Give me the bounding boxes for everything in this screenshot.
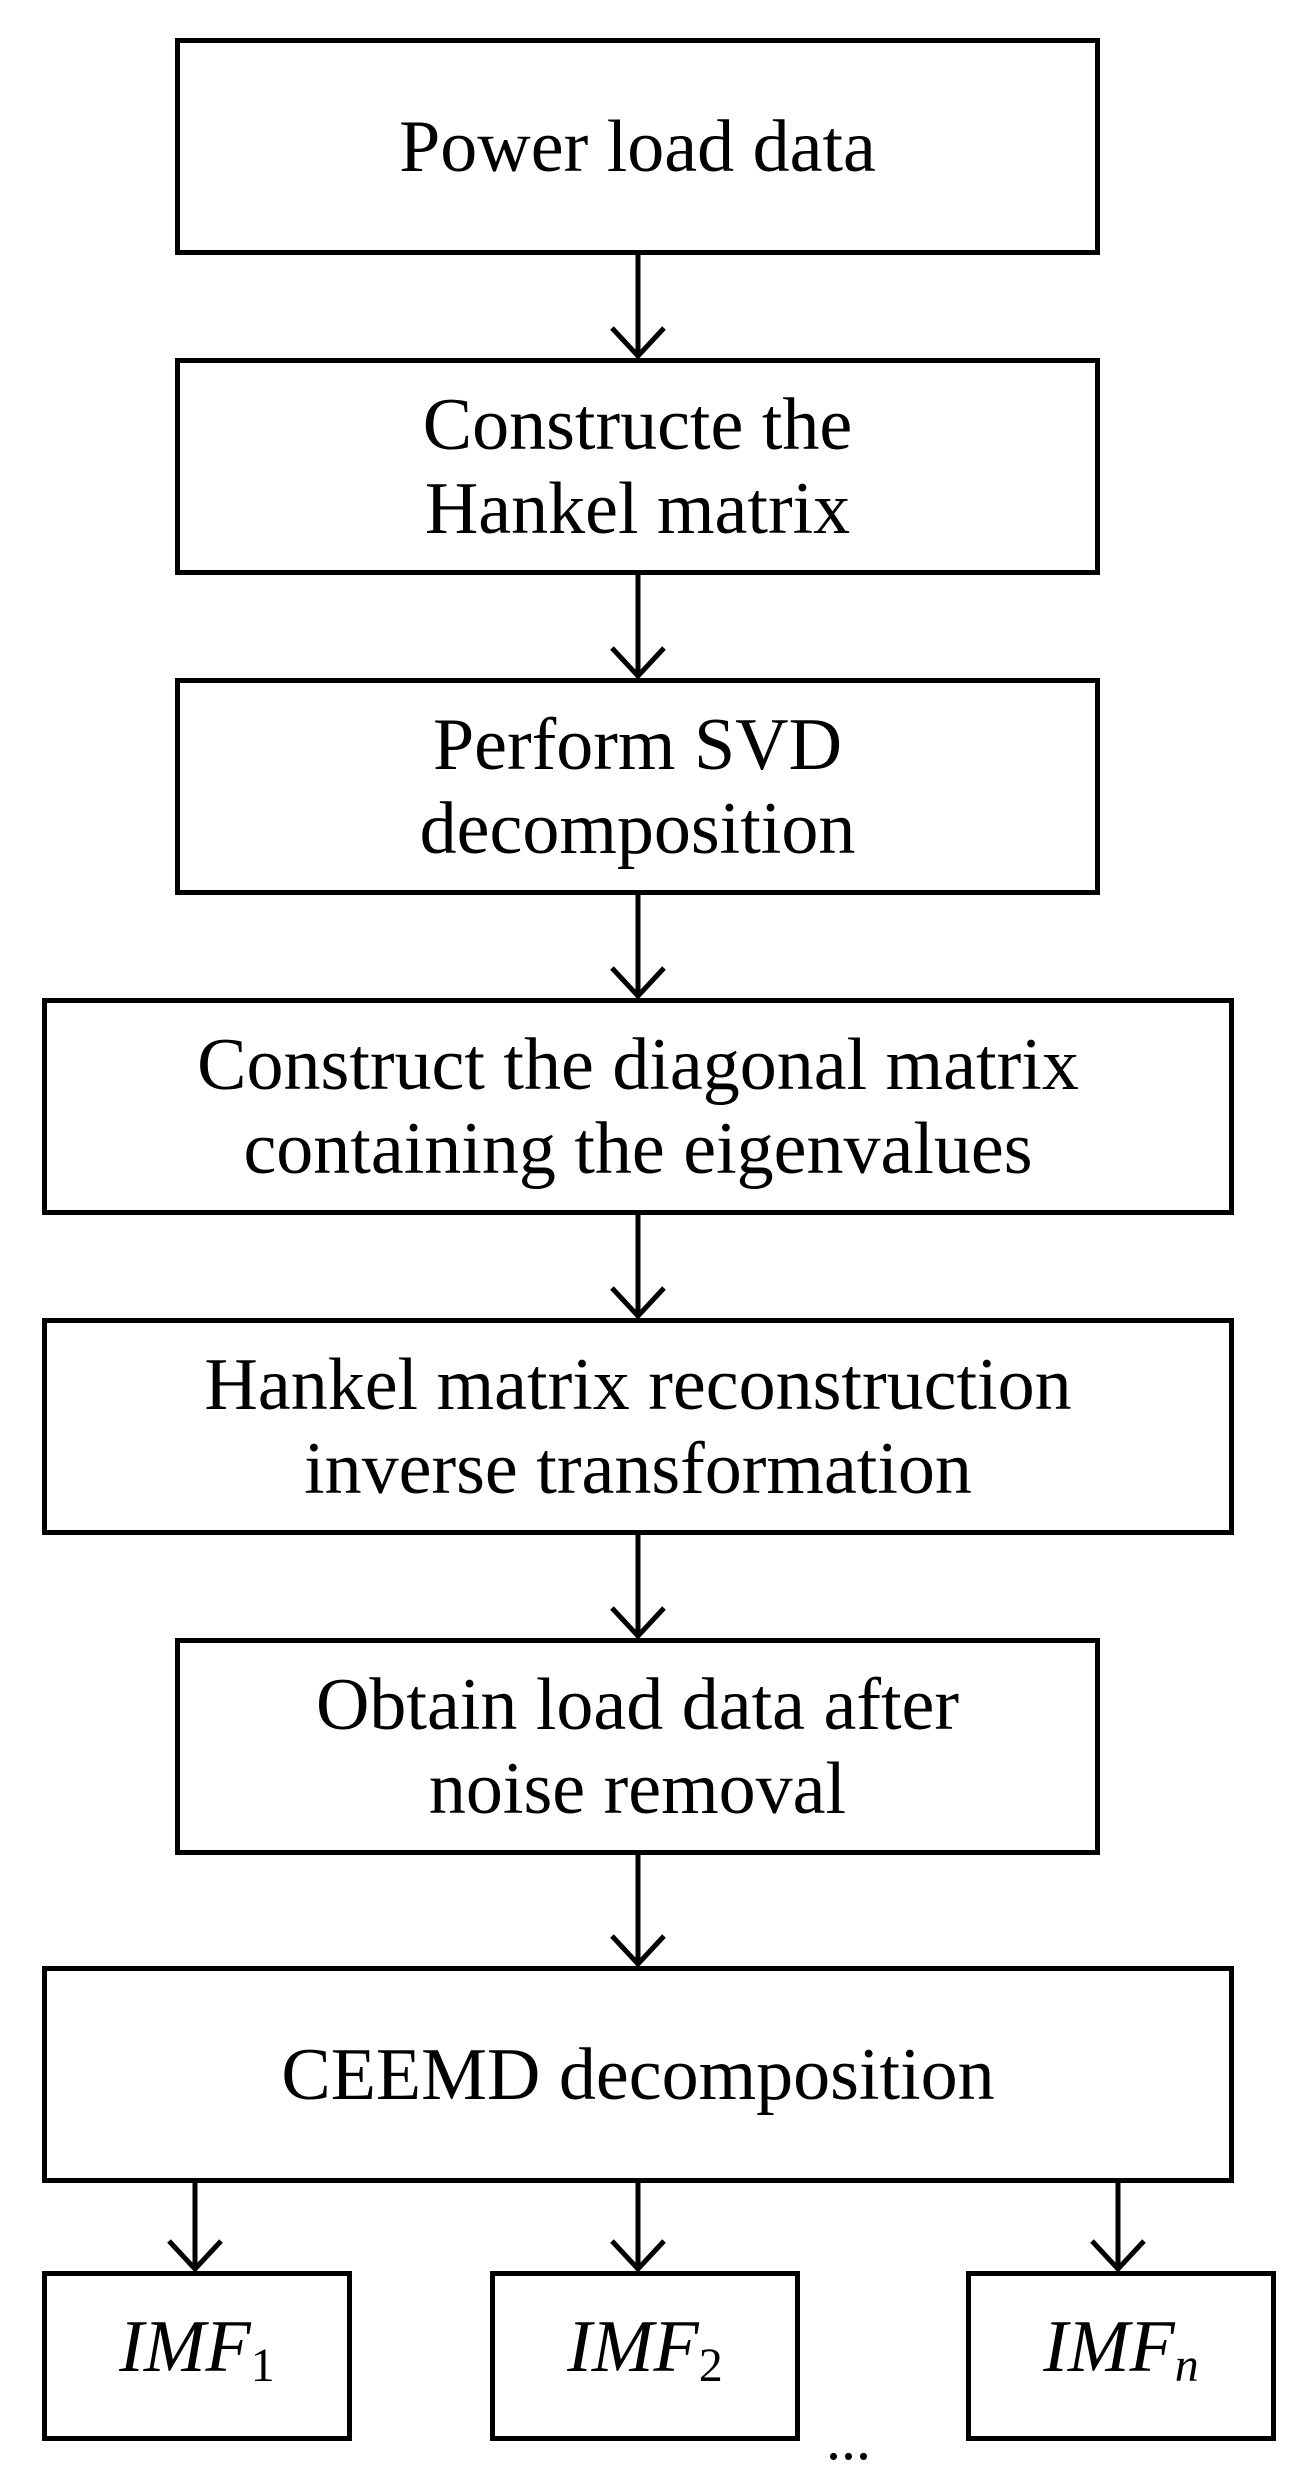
step-diagonal-matrix: Construct the diagonal matrix containing… bbox=[42, 998, 1234, 1215]
step-hankel-reconstruction: Hankel matrix reconstruction inverse tra… bbox=[42, 1318, 1234, 1535]
arrowhead-6 bbox=[610, 1934, 666, 1968]
imf-label: IMF1 bbox=[119, 2305, 275, 2408]
arrowhead-2 bbox=[610, 646, 666, 680]
output-imf-2: IMF2 bbox=[490, 2271, 800, 2441]
imf-subscript: 1 bbox=[250, 2338, 275, 2392]
arrowhead-5 bbox=[610, 1606, 666, 1640]
step-label: Obtain load data after bbox=[315, 1663, 960, 1746]
step-label: Perform SVD bbox=[432, 703, 843, 786]
imf-subscript: n bbox=[1174, 2338, 1199, 2392]
step-label: containing the eigenvalues bbox=[243, 1107, 1033, 1190]
imf-label: IMF2 bbox=[567, 2305, 723, 2408]
step-label: Hankel matrix reconstruction bbox=[204, 1343, 1072, 1426]
step-label: Construct the diagonal matrix bbox=[197, 1023, 1079, 1106]
step-label: CEEMD decomposition bbox=[281, 2033, 995, 2116]
step-obtain-denoised-data: Obtain load data after noise removal bbox=[175, 1638, 1100, 1855]
step-construct-hankel: Constructe the Hankel matrix bbox=[175, 358, 1100, 575]
arrowhead-1 bbox=[610, 326, 666, 360]
arrowhead-4 bbox=[610, 1286, 666, 1320]
arrowhead-imfn bbox=[1090, 2239, 1146, 2273]
output-imf-n: IMFn bbox=[966, 2271, 1276, 2441]
step-label: Constructe the bbox=[422, 383, 853, 466]
imf-base: IMF bbox=[567, 2305, 699, 2388]
step-label: Power load data bbox=[399, 105, 876, 188]
arrowhead-imf2 bbox=[610, 2239, 666, 2273]
step-perform-svd: Perform SVD decomposition bbox=[175, 678, 1100, 895]
arrowhead-imf1 bbox=[167, 2239, 223, 2273]
arrowhead-3 bbox=[610, 966, 666, 1000]
step-label: decomposition bbox=[419, 787, 856, 870]
output-imf-1: IMF1 bbox=[42, 2271, 352, 2441]
ellipsis: ... bbox=[826, 2406, 871, 2472]
step-label: inverse transformation bbox=[304, 1427, 972, 1510]
imf-base: IMF bbox=[1043, 2305, 1175, 2388]
imf-label: IMFn bbox=[1043, 2305, 1199, 2408]
imf-base: IMF bbox=[119, 2305, 251, 2388]
imf-subscript: 2 bbox=[698, 2338, 723, 2392]
step-ceemd-decomposition: CEEMD decomposition bbox=[42, 1966, 1234, 2183]
step-label: Hankel matrix bbox=[424, 467, 851, 550]
step-label: noise removal bbox=[428, 1747, 847, 1830]
step-power-load-data: Power load data bbox=[175, 38, 1100, 255]
